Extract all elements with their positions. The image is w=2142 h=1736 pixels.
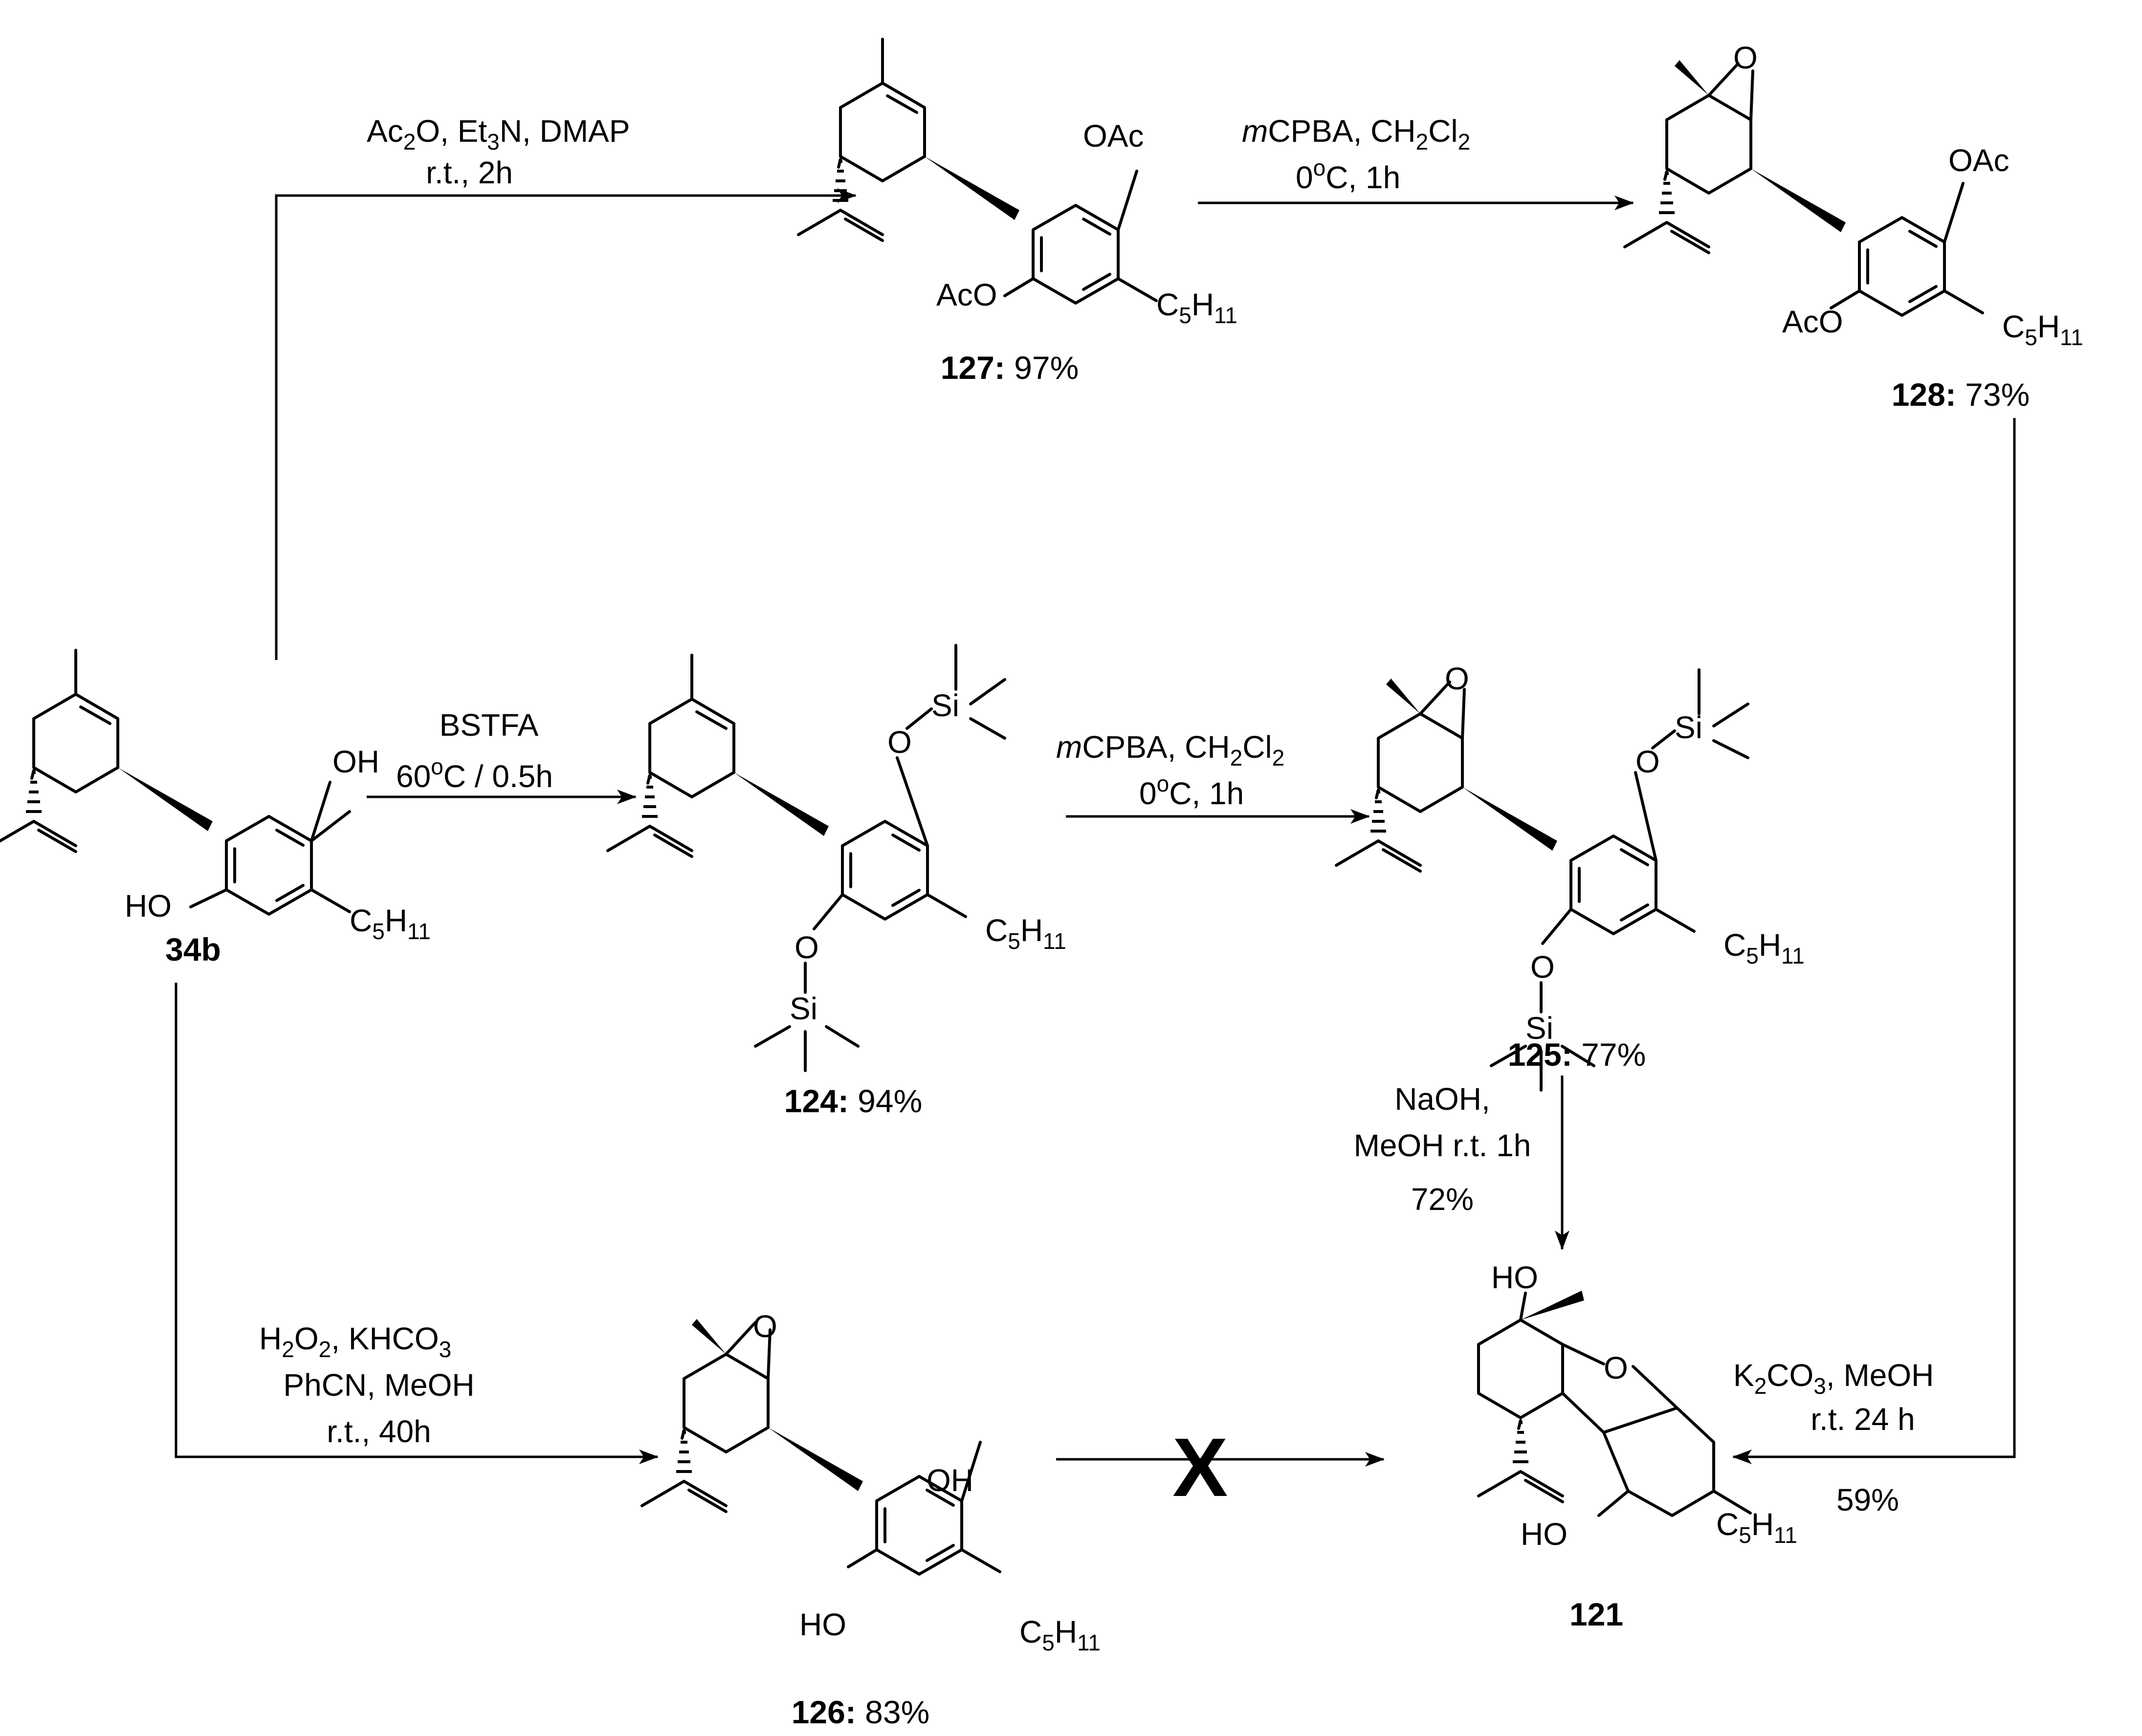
svg-text:C5H11: C5H11 (1716, 1507, 1797, 1548)
svg-text:HO: HO (799, 1607, 846, 1642)
svg-text:Si: Si (790, 991, 817, 1026)
svg-text:72%: 72% (1411, 1182, 1474, 1217)
compound-label-126: 126: 83% (792, 1694, 930, 1730)
svg-text:C5H11: C5H11 (1723, 927, 1805, 968)
arrow-34b-to-126 (175, 983, 659, 1464)
svg-text:r.t., 40h: r.t., 40h (327, 1414, 431, 1449)
svg-text:O: O (753, 1309, 777, 1344)
compound-label-125: 125: 77% (1508, 1036, 1646, 1073)
compound-label-121: 121 (1569, 1596, 1623, 1632)
svg-text:mCPBA, CH2Cl2: mCPBA, CH2Cl2 (1056, 729, 1284, 770)
svg-text:Si: Si (1525, 1011, 1553, 1046)
compound-label-127: 127: 97% (941, 350, 1079, 386)
svg-text:C5H11: C5H11 (2002, 309, 2083, 350)
svg-text:O: O (1530, 949, 1555, 985)
svg-text:OAc: OAc (1948, 143, 2009, 178)
svg-text:BSTFA: BSTFA (440, 707, 539, 743)
failed-reaction-mark: X (1172, 1421, 1228, 1514)
svg-text:OH: OH (332, 744, 379, 779)
structure-128: O OAc AcO C5H11 (1625, 40, 2083, 350)
structure-34b: OH HO C5H11 (0, 650, 431, 944)
svg-text:C5H11: C5H11 (1156, 287, 1237, 328)
svg-text:0oC, 1h: 0oC, 1h (1139, 771, 1244, 811)
svg-text:K2CO3, MeOH: K2CO3, MeOH (1733, 1358, 1934, 1399)
svg-text:PhCN, MeOH: PhCN, MeOH (283, 1367, 474, 1403)
compound-label-128: 128: 73% (1892, 376, 2030, 413)
svg-text:O: O (1445, 661, 1469, 696)
compound-label-34b: 34b (165, 931, 221, 967)
svg-text:60oC / 0.5h: 60oC / 0.5h (396, 754, 553, 794)
compound-label-124: 124: 94% (784, 1083, 923, 1119)
svg-text:Si: Si (931, 688, 959, 723)
svg-text:mCPBA, CH2Cl2: mCPBA, CH2Cl2 (1242, 113, 1470, 154)
svg-text:Si: Si (1675, 710, 1702, 745)
svg-text:C5H11: C5H11 (1019, 1614, 1101, 1655)
svg-text:O: O (1635, 744, 1660, 779)
svg-text:r.t. 24 h: r.t. 24 h (1811, 1402, 1915, 1437)
svg-text:MeOH r.t. 1h: MeOH r.t. 1h (1354, 1128, 1531, 1163)
svg-text:OAc: OAc (1083, 118, 1144, 154)
arrow-34b-to-127 (275, 188, 857, 660)
svg-text:C5H11: C5H11 (985, 913, 1066, 954)
conditions-desilylation: NaOH, MeOH r.t. 1h 72% (1354, 1081, 1531, 1217)
structure-127: OAc AcO C5H11 (798, 39, 1237, 328)
conditions-acetylation: Ac2O, Et3N, DMAP r.t., 2h (367, 113, 630, 190)
structure-121: HO O C5H11 HO (1477, 1260, 1797, 1552)
svg-text:AcO: AcO (1782, 304, 1843, 339)
svg-text:OH: OH (927, 1463, 973, 1498)
structure-125: O O Si O Si C5H11 (1336, 661, 1805, 1092)
svg-text:O: O (1733, 40, 1758, 75)
svg-text:O: O (1604, 1350, 1628, 1385)
svg-text:Ac2O, Et3N, DMAP: Ac2O, Et3N, DMAP (367, 113, 630, 154)
svg-text:O: O (795, 930, 819, 965)
svg-text:HO: HO (1491, 1260, 1538, 1295)
svg-text:0oC, 1h: 0oC, 1h (1296, 155, 1400, 195)
svg-text:O: O (887, 725, 912, 760)
conditions-carbonate: K2CO3, MeOH r.t. 24 h 59% (1733, 1358, 1934, 1517)
svg-text:AcO: AcO (936, 277, 997, 312)
conditions-peroxide: H2O2, KHCO3 PhCN, MeOH r.t., 40h (259, 1321, 475, 1449)
structure-126: O OH HO C5H11 (642, 1309, 1101, 1655)
svg-text:HO: HO (125, 888, 172, 923)
arrow-128-to-121 (1732, 418, 2016, 1464)
conditions-epoxidation-silyl: mCPBA, CH2Cl2 0oC, 1h (1056, 729, 1284, 811)
svg-text:NaOH,: NaOH, (1394, 1081, 1490, 1117)
svg-text:59%: 59% (1836, 1482, 1899, 1517)
svg-text:C5H11: C5H11 (350, 903, 431, 944)
conditions-silylation: BSTFA 60oC / 0.5h (396, 707, 553, 794)
svg-text:r.t., 2h: r.t., 2h (426, 155, 513, 190)
svg-text:HO: HO (1521, 1516, 1568, 1552)
structure-124: O Si O Si C5H11 (608, 644, 1066, 1072)
svg-text:H2O2, KHCO3: H2O2, KHCO3 (259, 1321, 451, 1362)
conditions-epoxidation-acetate: mCPBA, CH2Cl2 0oC, 1h (1242, 113, 1470, 195)
